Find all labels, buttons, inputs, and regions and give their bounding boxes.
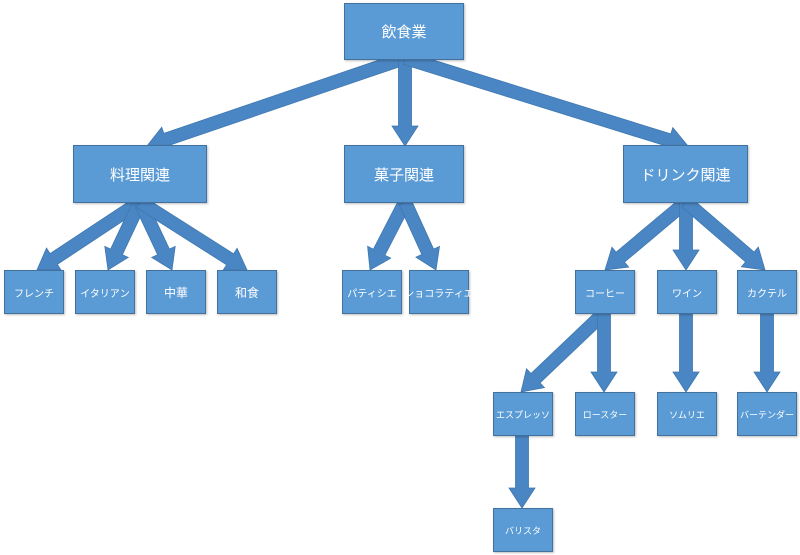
arrow-from-wine	[672, 312, 700, 393]
node-wine: ワイン	[657, 270, 717, 314]
node-coffee: コーヒー	[575, 270, 635, 314]
node-espresso: エスプレッソ	[493, 392, 553, 436]
node-root: 飲食業	[344, 3, 464, 60]
node-bartender: バーテンダー	[737, 392, 797, 436]
arrow-from-root	[391, 57, 419, 147]
arrow-from-cocktail	[753, 312, 781, 393]
node-italian: イタリアン	[75, 270, 135, 314]
arrow-from-confectionery	[398, 198, 441, 271]
node-patissier: パティシエ	[342, 270, 402, 314]
node-confectionery: 菓子関連	[344, 145, 464, 203]
arrow-from-drink	[681, 196, 766, 271]
node-drink: ドリンク関連	[623, 145, 748, 203]
node-sommelier: ソムリエ	[657, 392, 717, 436]
node-french: フレンチ	[4, 270, 64, 314]
node-chocolatier: ショコラティエ	[404, 270, 474, 314]
node-barista: バリスタ	[493, 508, 553, 552]
arrow-from-coffee	[520, 307, 610, 393]
arrow-from-coffee	[590, 312, 618, 393]
arrow-from-drink	[604, 196, 691, 271]
node-japanese: 和食	[217, 270, 277, 314]
arrow-from-root	[402, 51, 689, 154]
node-roaster: ロースター	[575, 392, 635, 436]
node-cocktail: カクテル	[737, 270, 797, 314]
arrow-from-cuisine	[135, 195, 248, 271]
arrow-from-root	[146, 51, 408, 153]
node-chinese: 中華	[146, 270, 206, 314]
node-cuisine: 料理関連	[73, 145, 207, 203]
arrow-from-espresso	[508, 434, 536, 509]
